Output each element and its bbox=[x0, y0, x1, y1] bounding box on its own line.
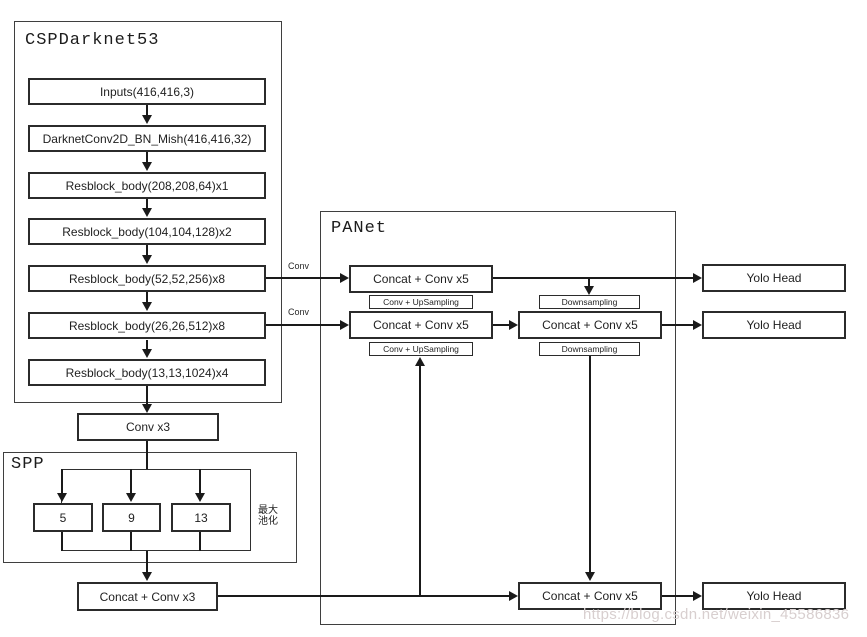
node-downsampling-top: Downsampling bbox=[539, 295, 640, 309]
connector-line bbox=[146, 386, 148, 405]
arrow-up-icon bbox=[415, 357, 425, 366]
arrow-right-icon bbox=[340, 273, 349, 283]
connector-line bbox=[493, 277, 693, 279]
connector-line bbox=[146, 105, 148, 116]
arrow-down-icon bbox=[142, 302, 152, 311]
arrow-right-icon bbox=[693, 273, 702, 283]
node-conv-x3: Conv x3 bbox=[77, 413, 219, 441]
connector-line bbox=[662, 595, 693, 597]
connector-line bbox=[419, 366, 421, 595]
arrow-down-icon bbox=[195, 493, 205, 502]
arrow-down-icon bbox=[142, 208, 152, 217]
arrow-down-icon bbox=[584, 286, 594, 295]
arrow-right-icon bbox=[340, 320, 349, 330]
cspdarknet53-frame bbox=[14, 21, 282, 403]
branch-conv-label: Conv bbox=[288, 307, 310, 317]
maxpool-note-line2: 池化 bbox=[258, 516, 278, 527]
connector-line bbox=[588, 278, 590, 288]
connector-line bbox=[146, 340, 148, 350]
arrow-down-icon bbox=[585, 572, 595, 581]
node-darknetconv2d: DarknetConv2D_BN_Mish(416,416,32) bbox=[28, 125, 266, 152]
node-concat-conv5-n5: Concat + Conv x5 bbox=[518, 582, 662, 610]
connector-line bbox=[589, 356, 591, 573]
connector-line bbox=[218, 595, 509, 597]
watermark-text: https://blog.csdn.net/weixin_45586836 bbox=[583, 606, 850, 623]
arrow-down-icon bbox=[142, 115, 152, 124]
node-downsampling-bottom: Downsampling bbox=[539, 342, 640, 356]
node-resblock-104: Resblock_body(104,104,128)x2 bbox=[28, 218, 266, 245]
node-resblock-13: Resblock_body(13,13,1024)x4 bbox=[28, 359, 266, 386]
node-yolo-head-1: Yolo Head bbox=[702, 264, 846, 292]
connector-line bbox=[61, 532, 63, 551]
node-yolo-head-3: Yolo Head bbox=[702, 582, 846, 610]
spp-title: SPP bbox=[11, 455, 45, 474]
maxpool-note-line1: 最大 bbox=[258, 505, 278, 516]
node-concat-conv5-p4: Concat + Conv x5 bbox=[349, 311, 493, 339]
arrow-down-icon bbox=[142, 572, 152, 581]
node-maxpool-13: 13 bbox=[171, 503, 231, 532]
node-yolo-head-2: Yolo Head bbox=[702, 311, 846, 339]
cspdarknet53-title: CSPDarknet53 bbox=[25, 31, 160, 50]
connector-line bbox=[61, 469, 63, 494]
connector-line bbox=[266, 324, 340, 326]
connector-line bbox=[266, 277, 340, 279]
connector-line bbox=[130, 532, 132, 551]
connector-line bbox=[199, 532, 201, 551]
spp-frame bbox=[3, 452, 297, 563]
panet-title: PANet bbox=[331, 219, 388, 238]
node-concat-conv5-p3: Concat + Conv x5 bbox=[349, 265, 493, 293]
connector-line bbox=[146, 441, 148, 469]
node-conv-upsampling-bottom: Conv + UpSampling bbox=[369, 342, 473, 356]
branch-conv-label: Conv bbox=[288, 261, 310, 271]
connector-line bbox=[130, 469, 132, 494]
arrow-down-icon bbox=[142, 255, 152, 264]
connector-line bbox=[146, 199, 148, 209]
arrow-right-icon bbox=[509, 320, 518, 330]
arrow-right-icon bbox=[693, 320, 702, 330]
connector-line bbox=[493, 324, 509, 326]
arrow-down-icon bbox=[57, 493, 67, 502]
arrow-down-icon bbox=[142, 404, 152, 413]
arrow-right-icon bbox=[509, 591, 518, 601]
connector-line bbox=[146, 292, 148, 303]
node-resblock-208: Resblock_body(208,208,64)x1 bbox=[28, 172, 266, 199]
node-concat-conv5-n4: Concat + Conv x5 bbox=[518, 311, 662, 339]
node-maxpool-9: 9 bbox=[102, 503, 161, 532]
node-resblock-26: Resblock_body(26,26,512)x8 bbox=[28, 312, 266, 339]
node-maxpool-5: 5 bbox=[33, 503, 93, 532]
arrow-down-icon bbox=[142, 349, 152, 358]
connector-line bbox=[199, 469, 201, 494]
connector-line bbox=[146, 245, 148, 256]
connector-line bbox=[662, 324, 693, 326]
node-resblock-52: Resblock_body(52,52,256)x8 bbox=[28, 265, 266, 292]
connector-line bbox=[146, 152, 148, 163]
node-conv-upsampling-top: Conv + UpSampling bbox=[369, 295, 473, 309]
connector-line bbox=[146, 551, 148, 573]
maxpool-note: 最大 池化 bbox=[258, 505, 278, 527]
node-inputs: Inputs(416,416,3) bbox=[28, 78, 266, 105]
arrow-right-icon bbox=[693, 591, 702, 601]
arrow-down-icon bbox=[142, 162, 152, 171]
arrow-down-icon bbox=[126, 493, 136, 502]
node-concat-conv-x3: Concat + Conv x3 bbox=[77, 582, 218, 611]
panet-frame bbox=[320, 211, 676, 625]
